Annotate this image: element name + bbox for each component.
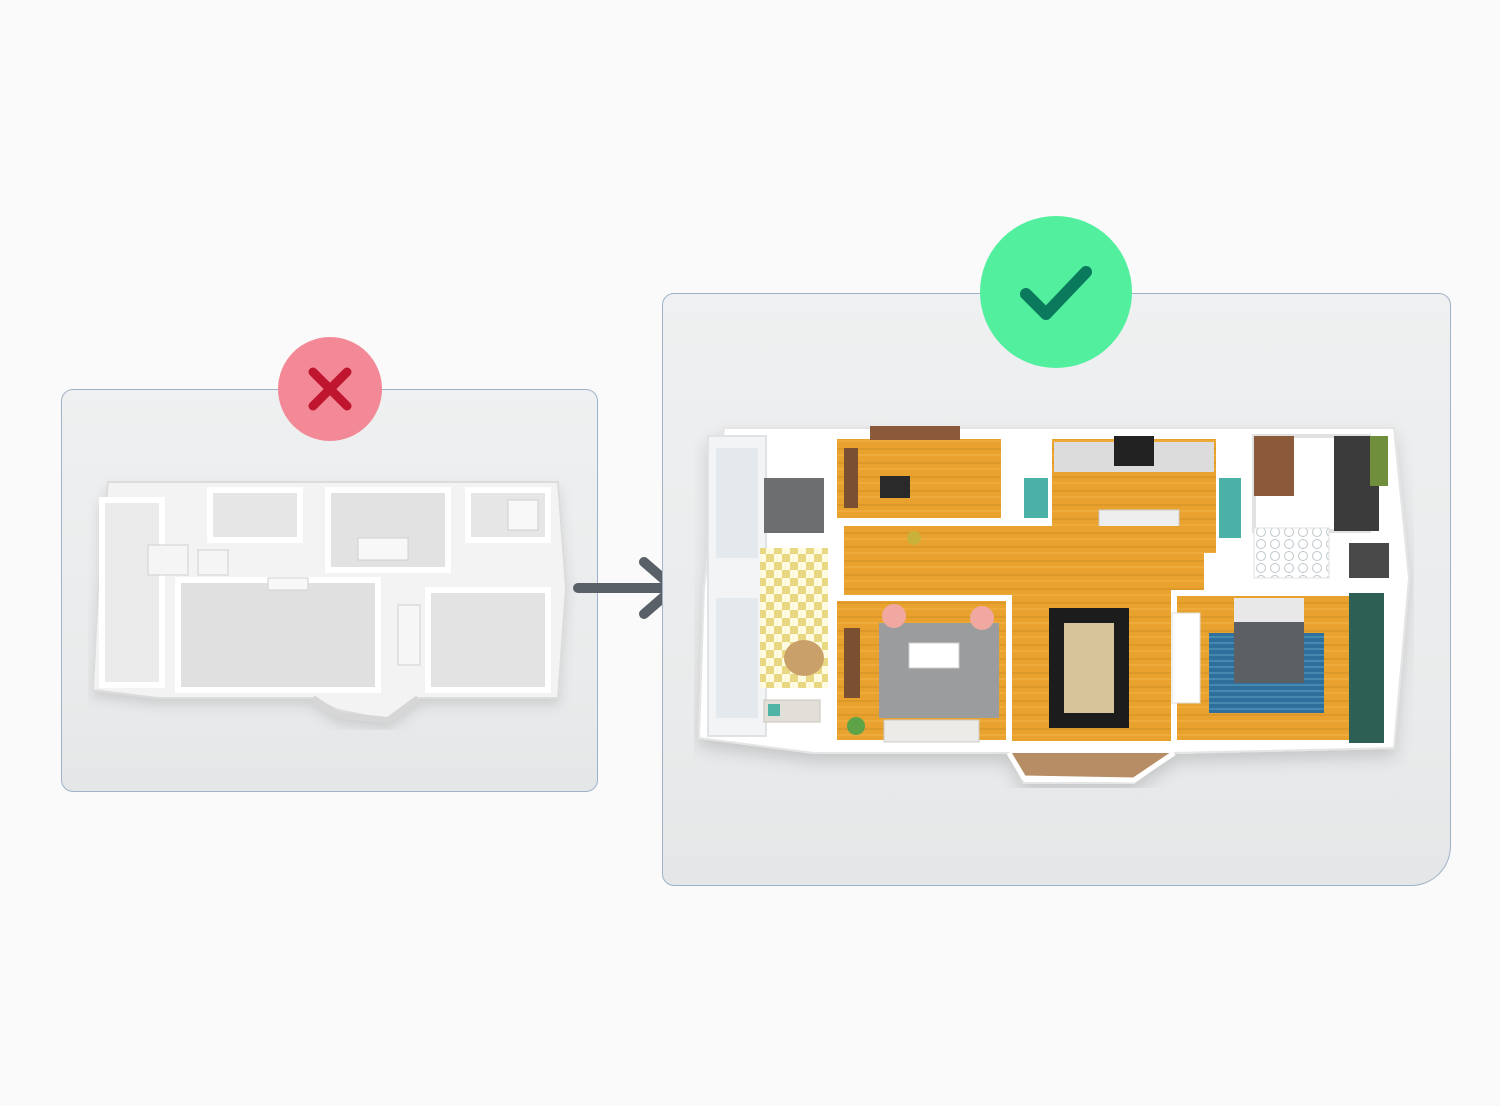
x-icon (308, 367, 352, 411)
furnished-floor-plan-image (697, 426, 1411, 784)
checkmark-icon (1020, 266, 1092, 320)
reject-badge (278, 337, 382, 441)
unfurnished-floor-plan-image (91, 481, 568, 724)
accept-badge (980, 216, 1132, 368)
